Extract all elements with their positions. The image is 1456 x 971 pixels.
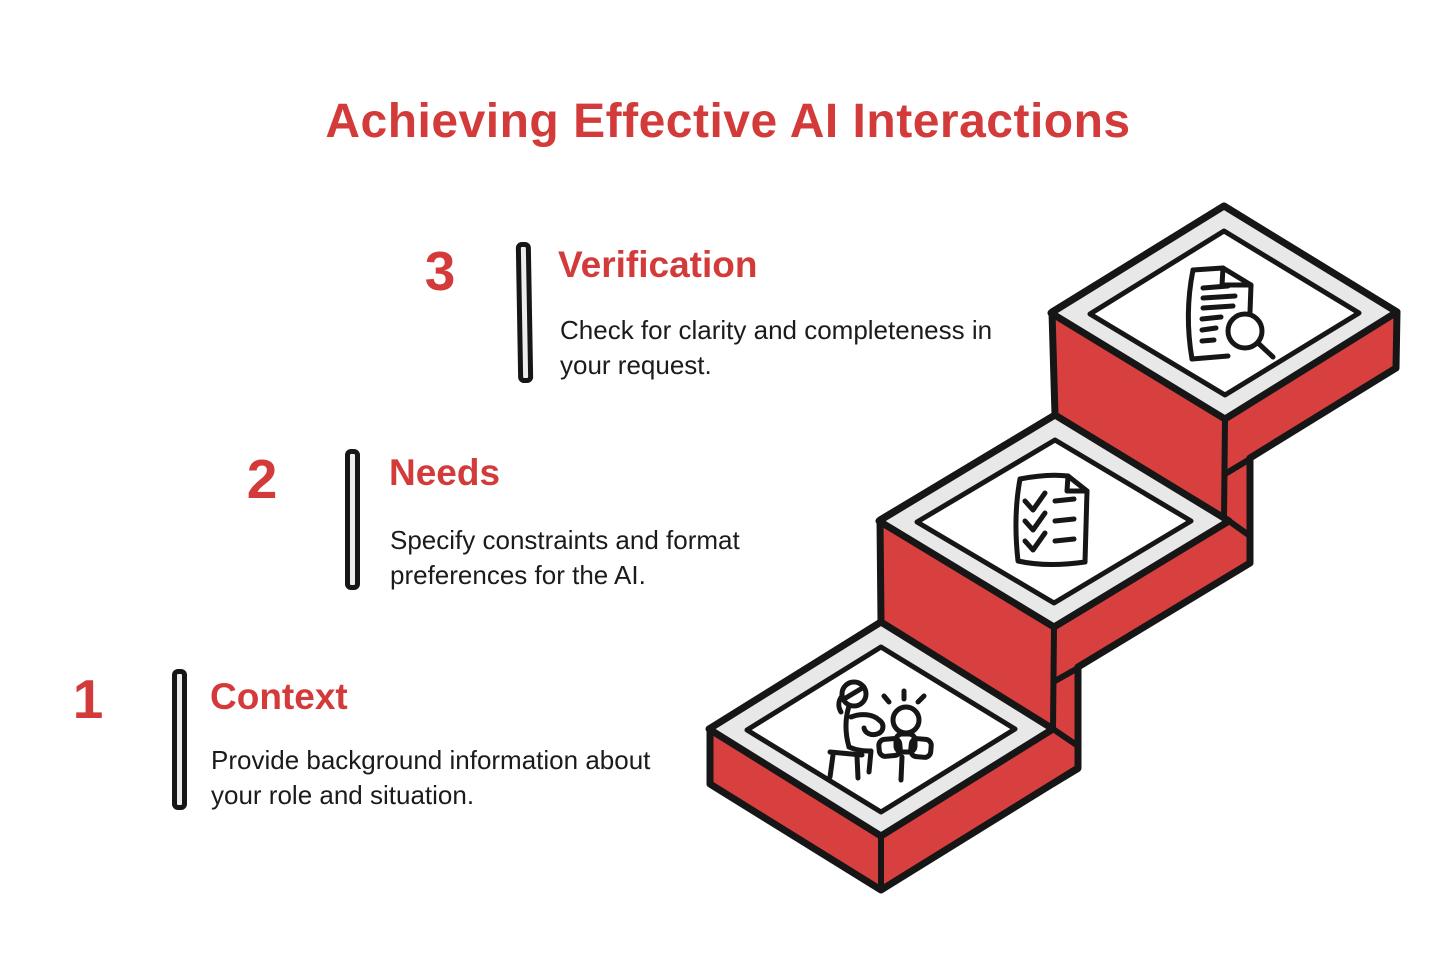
step-1-number: 1 — [72, 668, 104, 730]
step-2-number: 2 — [246, 448, 278, 510]
step-2-title: Needs — [389, 452, 501, 493]
document-search-icon — [1185, 265, 1276, 362]
step-1-description: Provide background information about you… — [211, 745, 651, 810]
step-2-divider-bar — [345, 449, 360, 590]
step-3-title: Verification — [558, 244, 758, 285]
staircase-edge-lines — [878, 416, 1253, 893]
page-title: Achieving Effective AI Interactions — [325, 95, 1131, 148]
stair-step-3-platform — [1047, 202, 1401, 423]
step-1-divider-bar — [172, 669, 187, 810]
checklist-document-icon — [1013, 472, 1090, 567]
step-3-description: Check for clarity and completeness in yo… — [560, 315, 993, 380]
step-2-description: Specify constraints and format preferenc… — [390, 525, 740, 590]
step-1-title: Context — [210, 676, 348, 717]
person-giving-blocks-icon — [827, 679, 934, 783]
step-3-number: 3 — [424, 240, 456, 302]
